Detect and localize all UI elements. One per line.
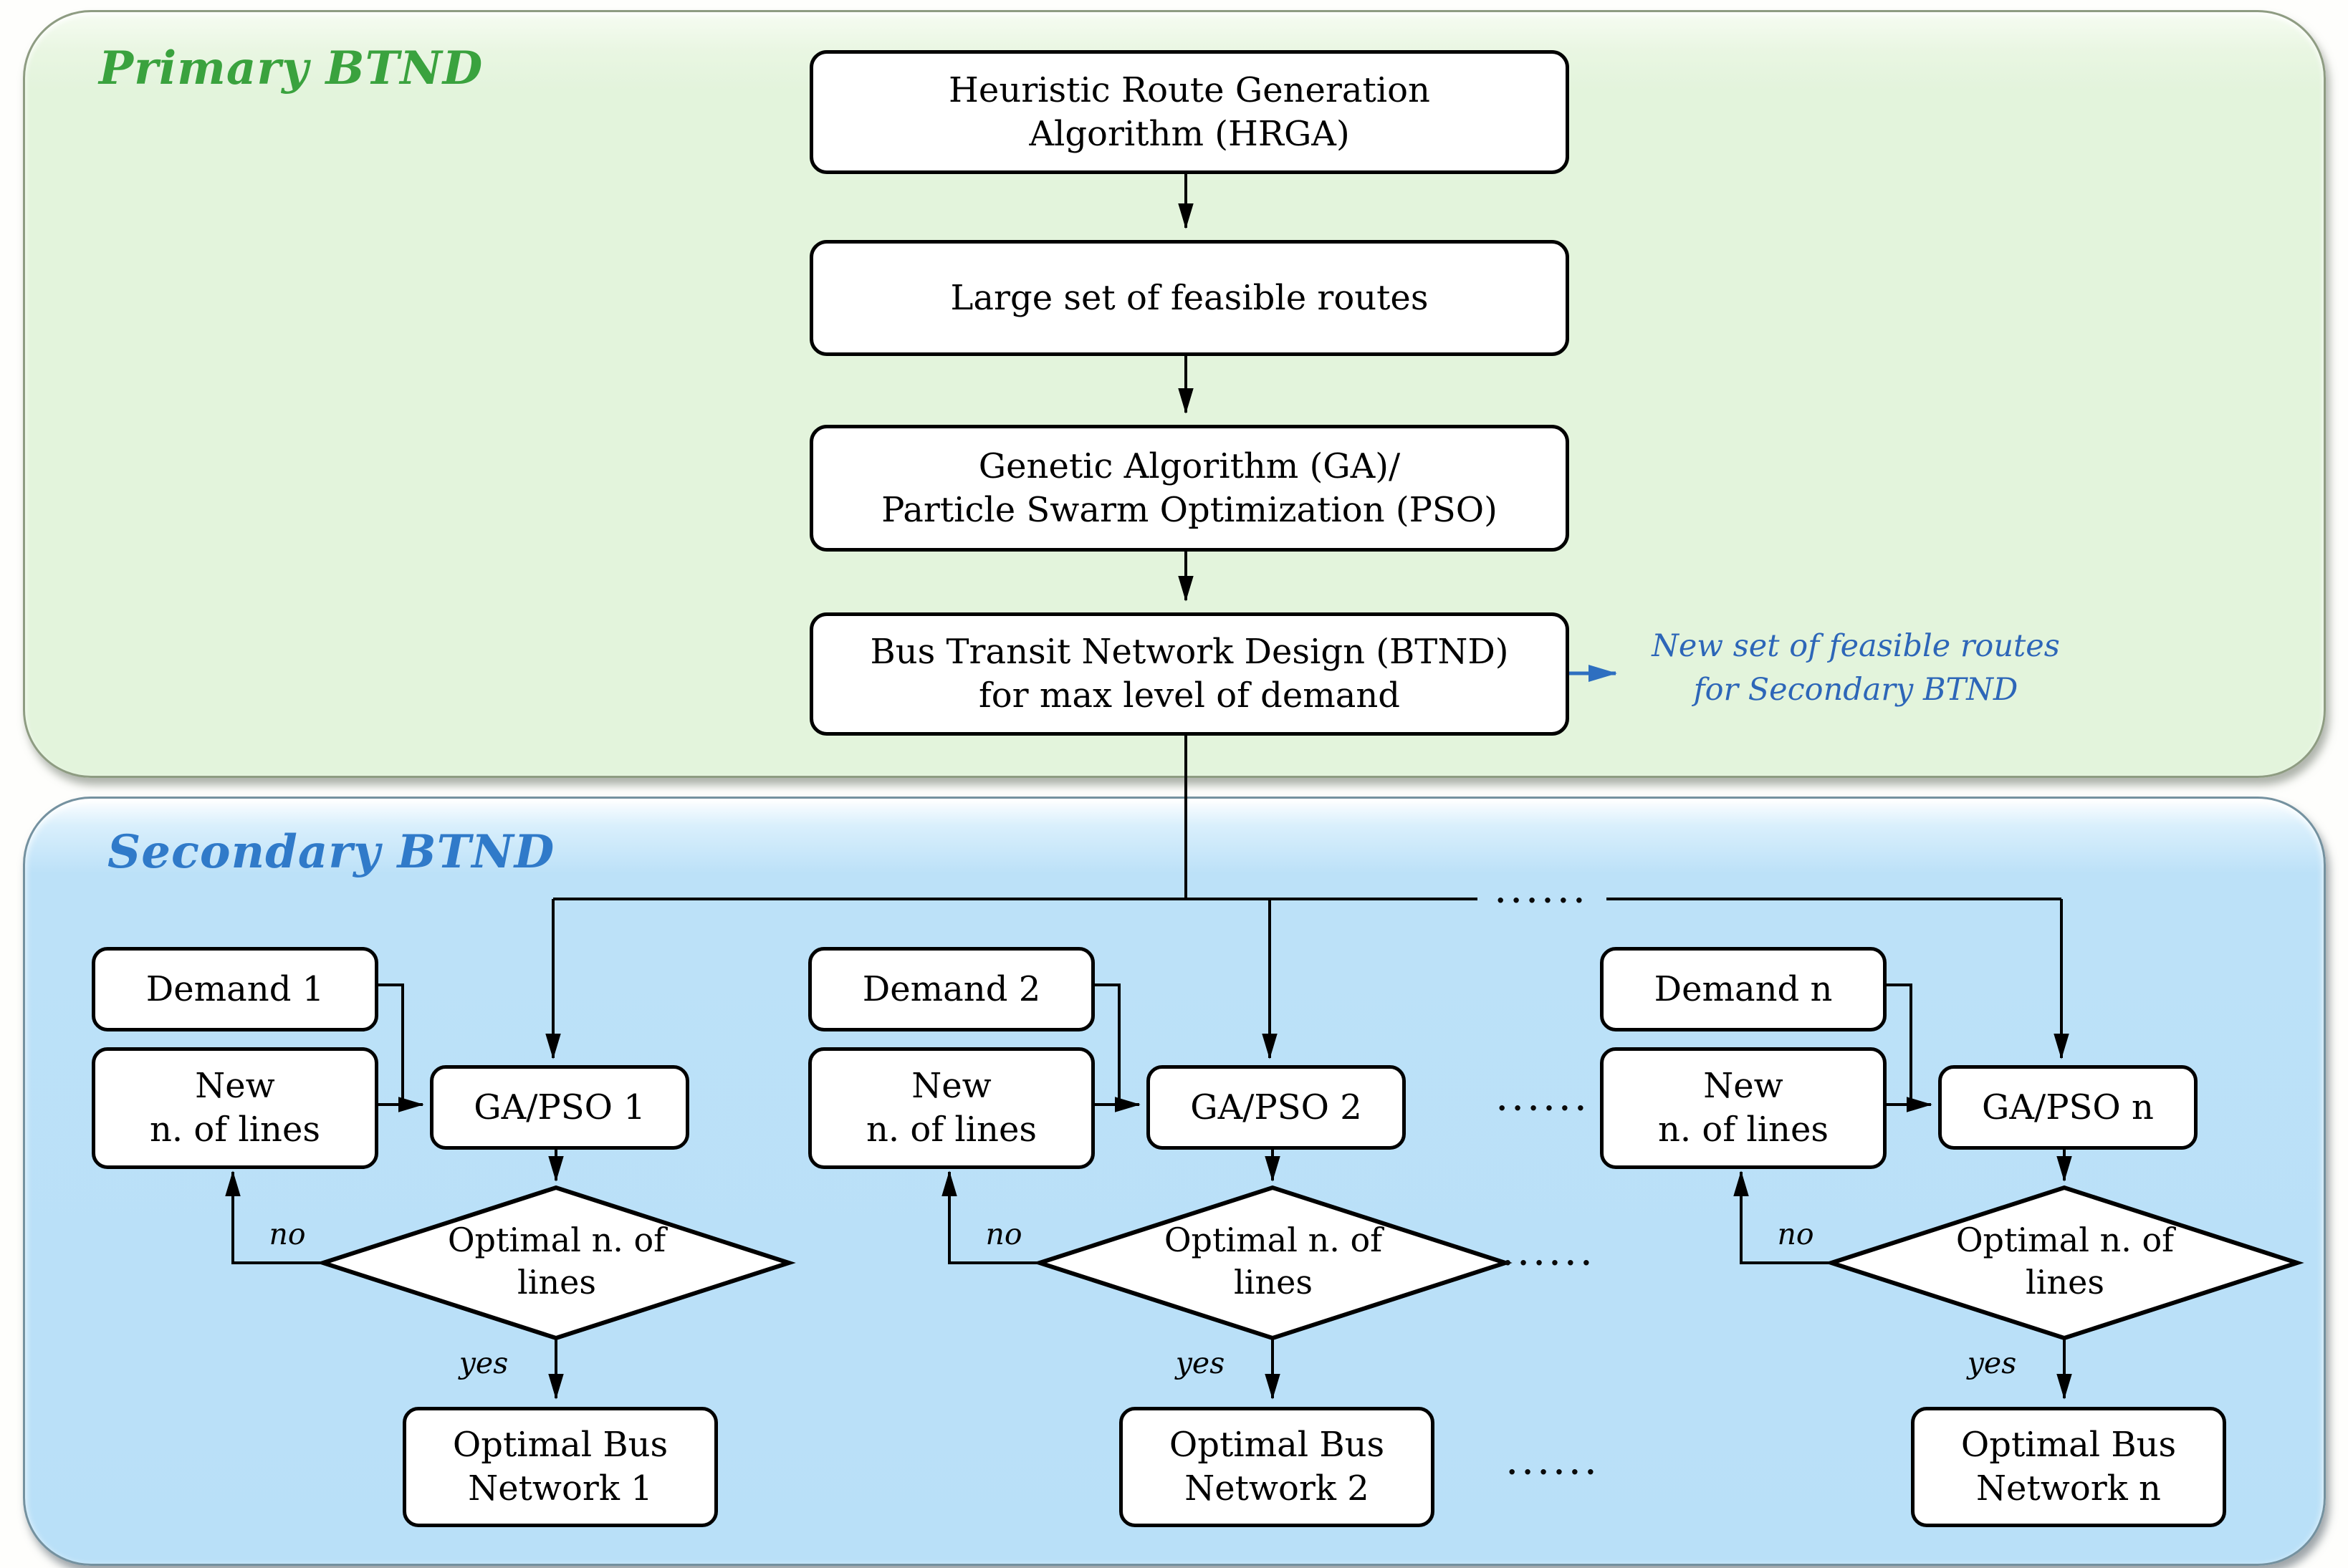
column-2-connectors xyxy=(941,899,1513,1400)
demand-label-1: Demand 1 xyxy=(145,968,325,1009)
btnd-line-2: for max level of demand xyxy=(978,675,1401,716)
primary-panel-title: Primary BTND xyxy=(99,42,484,95)
hrga-line-1: Heuristic Route Generation xyxy=(949,69,1430,110)
new-lines-n-line-1: New xyxy=(1703,1066,1783,1106)
gapso-label-2: GA/PSO 2 xyxy=(1190,1087,1362,1127)
demand-connector xyxy=(371,983,404,1105)
ga-pso-box: Genetic Algorithm (GA)/ Particle Swarm O… xyxy=(810,425,1569,552)
feasible-routes-box: Large set of feasible routes xyxy=(810,240,1569,356)
decision-1-line-1: Optimal xyxy=(447,1221,581,1259)
decision-label-1: Optimal n. of lines xyxy=(413,1219,700,1304)
ellipsis-network-level: ...... xyxy=(1507,1448,1601,1481)
demand-connector xyxy=(1879,983,1912,1105)
network-2-line-1: Optimal Bus xyxy=(1169,1425,1385,1465)
no-edge-label-n: no xyxy=(1777,1217,1814,1251)
decision-2-line-2: n. of lines xyxy=(1234,1221,1383,1302)
demand-box-2: Demand 2 xyxy=(808,947,1095,1031)
new-lines-1-line-1: New xyxy=(195,1066,275,1106)
hrga-box: Heuristic Route Generation Algorithm (HR… xyxy=(810,50,1569,174)
decision-label-2: Optimal n. of lines xyxy=(1130,1219,1417,1304)
decision-diamond xyxy=(1824,1185,2304,1341)
btnd-line-1: Bus Transit Network Design (BTND) xyxy=(870,632,1509,672)
new-lines-2-line-1: New xyxy=(911,1066,992,1106)
yes-edge-label-1: yes xyxy=(459,1346,509,1380)
network-1-line-2: Network 1 xyxy=(468,1468,653,1509)
new-lines-box-n: New n. of lines xyxy=(1600,1047,1887,1169)
annotation-line-1: New set of feasible routes xyxy=(1652,628,2060,664)
network-n-line-2: Network n xyxy=(1976,1468,2161,1509)
gapso-label-n: GA/PSO n xyxy=(1982,1087,2154,1127)
secondary-column-2: Demand 2 New n. of lines GA/PSO 2 Optima… xyxy=(717,0,2348,1568)
decision-2-line-1: Optimal xyxy=(1164,1221,1298,1259)
gapso-label-1: GA/PSO 1 xyxy=(474,1087,646,1127)
yes-edge-label-2: yes xyxy=(1175,1346,1225,1380)
no-edge-label-2: no xyxy=(985,1217,1022,1251)
yes-edge-label-n: yes xyxy=(1967,1346,2017,1380)
new-lines-1-line-2: n. of lines xyxy=(149,1110,320,1150)
new-lines-2-line-2: n. of lines xyxy=(866,1110,1037,1150)
demand-box-n: Demand n xyxy=(1600,947,1887,1031)
new-lines-box-2: New n. of lines xyxy=(808,1047,1095,1169)
gapso-box-2: GA/PSO 2 xyxy=(1146,1065,1406,1150)
ellipsis-decision-level: ...... xyxy=(1503,1238,1597,1272)
demand-connector xyxy=(1088,983,1121,1105)
hrga-line-2: Algorithm (HRGA) xyxy=(1029,113,1350,154)
no-edge-label-1: no xyxy=(269,1217,306,1251)
arrow-decision-no xyxy=(1733,1170,1831,1264)
decision-diamond xyxy=(316,1185,796,1341)
ga-pso-line-2: Particle Swarm Optimization (PSO) xyxy=(881,489,1498,530)
network-2-line-2: Network 2 xyxy=(1184,1468,1369,1509)
decision-n-line-2: n. of lines xyxy=(2026,1221,2175,1302)
demand-label-n: Demand n xyxy=(1654,968,1833,1009)
decision-n-line-1: Optimal xyxy=(1955,1221,2089,1259)
network-n-line-1: Optimal Bus xyxy=(1960,1425,2177,1465)
optimal-network-box-1: Optimal Bus Network 1 xyxy=(403,1407,718,1527)
column-1-connectors xyxy=(225,899,796,1400)
arrow-decision-no xyxy=(941,1170,1040,1264)
arrow-decision-no xyxy=(225,1170,323,1264)
feasible-routes-line-1: Large set of feasible routes xyxy=(950,277,1429,318)
optimal-network-box-n: Optimal Bus Network n xyxy=(1911,1407,2226,1527)
ellipsis-gapso-level: ...... xyxy=(1497,1084,1591,1117)
optimal-network-box-2: Optimal Bus Network 2 xyxy=(1119,1407,1434,1527)
secondary-panel-title: Secondary BTND xyxy=(107,825,555,879)
demand-label-2: Demand 2 xyxy=(862,968,1041,1009)
gapso-box-1: GA/PSO 1 xyxy=(430,1065,689,1150)
annotation-line-2: for Secondary BTND xyxy=(1693,672,2018,708)
decision-diamond xyxy=(1032,1185,1513,1341)
decision-1-line-2: n. of lines xyxy=(517,1221,666,1302)
new-lines-box-1: New n. of lines xyxy=(92,1047,378,1169)
column-n-connectors xyxy=(1733,899,2304,1400)
decision-label-n: Optimal n. of lines xyxy=(1922,1219,2208,1304)
network-1-line-1: Optimal Bus xyxy=(452,1425,669,1465)
btnd-box: Bus Transit Network Design (BTND) for ma… xyxy=(810,612,1569,736)
new-routes-annotation: New set of feasible routes for Secondary… xyxy=(1648,625,2064,712)
new-lines-n-line-2: n. of lines xyxy=(1657,1110,1829,1150)
demand-box-1: Demand 1 xyxy=(92,947,378,1031)
gapso-box-n: GA/PSO n xyxy=(1938,1065,2198,1150)
secondary-column-n: Demand n New n. of lines GA/PSO n Optima… xyxy=(1508,0,2348,1568)
ellipsis-trunk: ...... xyxy=(1495,876,1590,910)
ga-pso-line-1: Genetic Algorithm (GA)/ xyxy=(978,446,1401,486)
